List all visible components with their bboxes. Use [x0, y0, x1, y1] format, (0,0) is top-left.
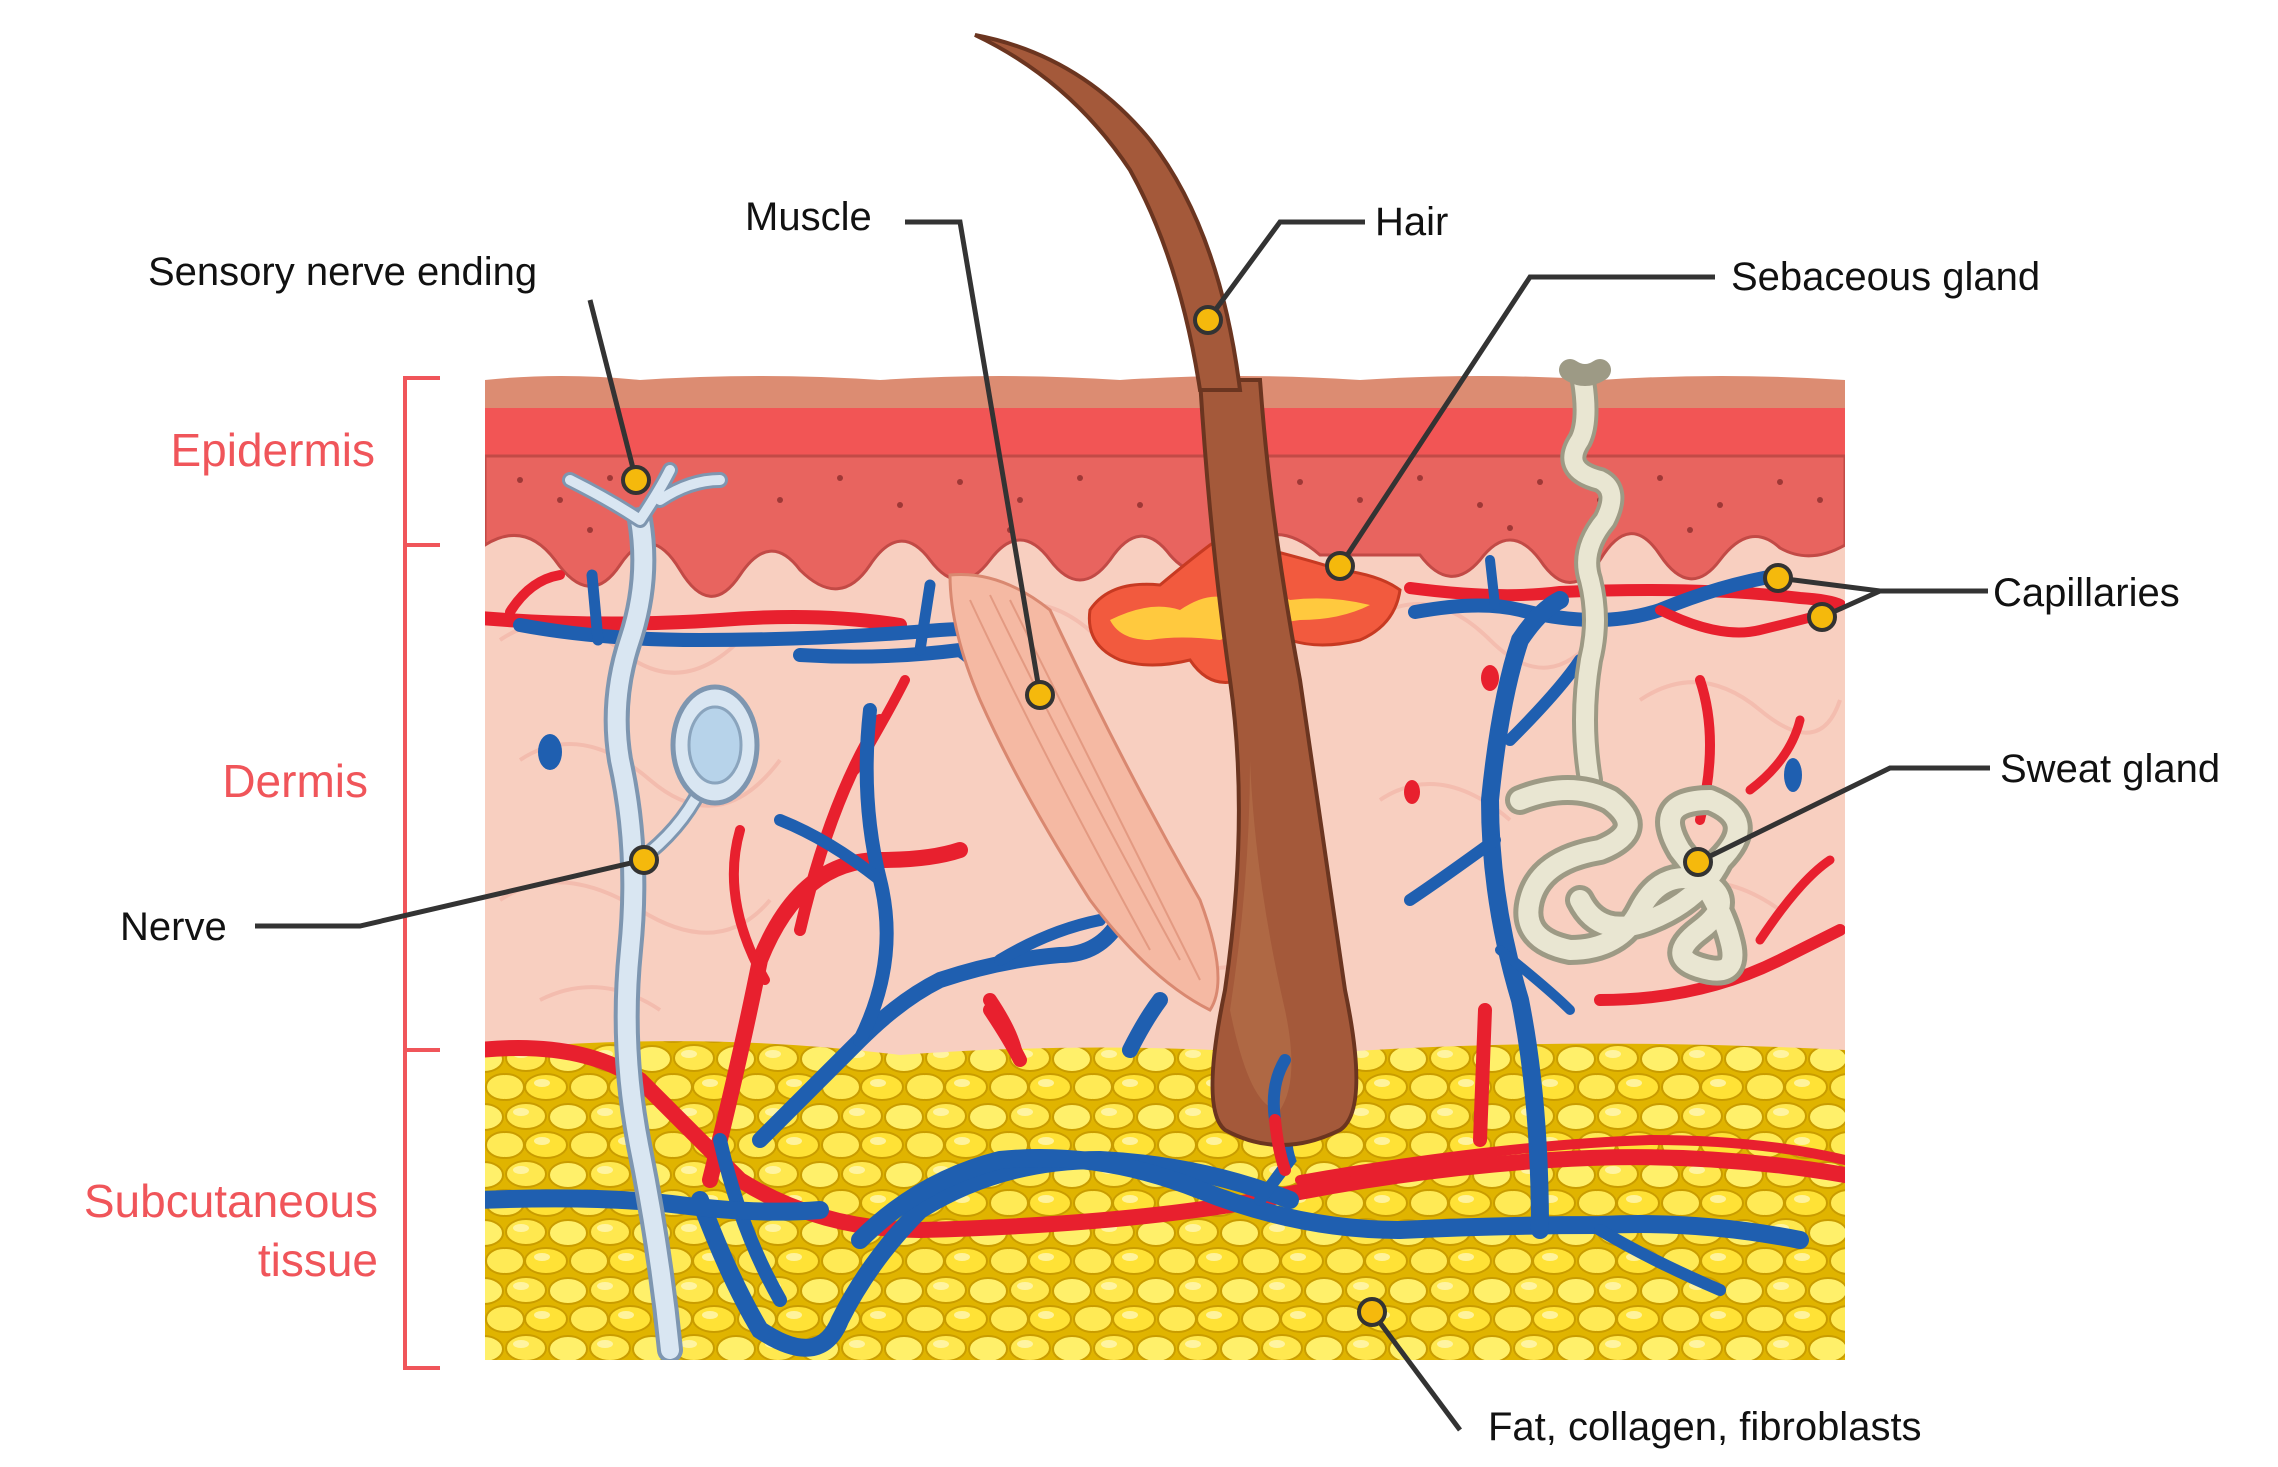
marker-hair — [1193, 305, 1223, 335]
artery-tree-right — [1594, 675, 1845, 1006]
leader-sensory — [587, 299, 639, 481]
epidermis-red-band — [485, 408, 1845, 456]
label-hair: Hair — [1375, 200, 1448, 244]
vein-tree-right — [1404, 591, 1586, 1239]
stratum-corneum — [485, 376, 1845, 410]
label-muscle: Muscle — [745, 195, 872, 239]
label-epidermis: Epidermis — [170, 424, 375, 476]
leader-sweat — [1696, 765, 1990, 865]
marker-sweat — [1683, 847, 1713, 877]
marker-capillaries-b — [1807, 602, 1837, 632]
layer-brackets — [403, 376, 440, 1370]
marker-fat — [1357, 1297, 1387, 1327]
structure-labels: Sensory nerve ending Muscle Hair Sebaceo… — [120, 195, 2220, 1449]
sensory-corpuscle — [670, 684, 760, 806]
sweat-pore — [1559, 359, 1611, 386]
label-capillaries: Capillaries — [1993, 571, 2180, 615]
leader-hair — [1205, 219, 1365, 322]
vessel-cross-sections — [538, 665, 1802, 1067]
skin-block — [485, 376, 1845, 1360]
label-fat-collagen-fibroblasts: Fat, collagen, fibroblasts — [1488, 1405, 1922, 1449]
marker-sebaceous — [1325, 551, 1355, 581]
label-nerve: Nerve — [120, 905, 227, 949]
hair — [1197, 378, 1359, 1176]
label-subcutaneous-line1: Subcutaneous — [84, 1175, 378, 1227]
leader-sebaceous — [1337, 274, 1715, 568]
subcutaneous-fat-layer — [485, 1041, 1845, 1360]
layer-labels: Epidermis Dermis Subcutaneous tissue — [84, 424, 378, 1286]
label-dermis: Dermis — [222, 755, 368, 807]
leader-nerve — [255, 857, 645, 929]
label-sweat-gland: Sweat gland — [2000, 747, 2220, 791]
hair-shaft — [974, 33, 1243, 392]
leader-muscle — [905, 219, 1043, 696]
label-sensory-nerve-ending: Sensory nerve ending — [148, 250, 537, 294]
label-subcutaneous-line2: tissue — [258, 1234, 378, 1286]
marker-sensory — [621, 465, 651, 495]
marker-muscle — [1025, 680, 1055, 710]
arrector-pili-muscle — [948, 572, 1220, 1012]
leader-fat — [1369, 1310, 1463, 1432]
marker-capillaries-a — [1763, 563, 1793, 593]
epidermis-basal-layer — [485, 454, 1845, 598]
marker-nerve — [629, 845, 659, 875]
label-sebaceous-gland: Sebaceous gland — [1731, 255, 2040, 299]
sweat-gland — [1505, 376, 1753, 986]
marker-dots — [621, 305, 1837, 1327]
